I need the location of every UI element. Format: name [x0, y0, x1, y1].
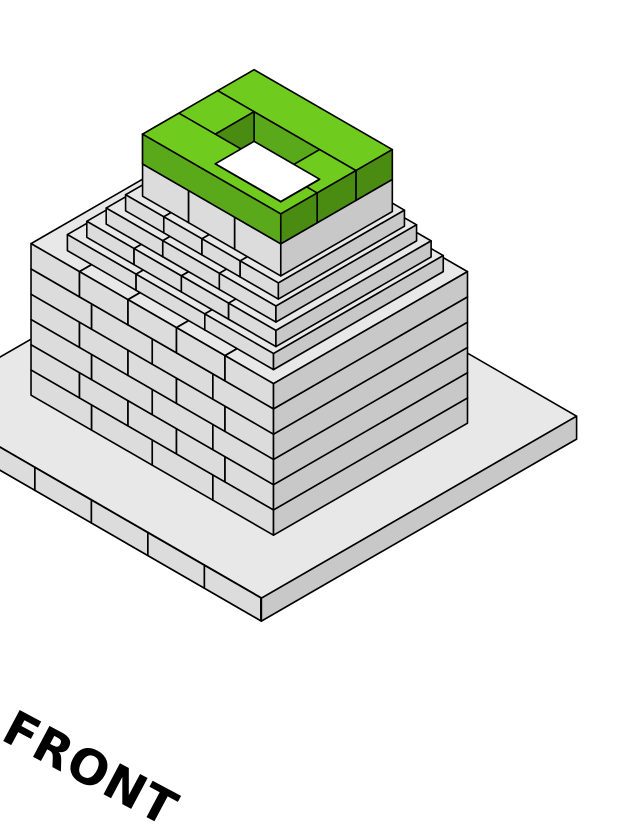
tower-diagram [0, 0, 642, 794]
